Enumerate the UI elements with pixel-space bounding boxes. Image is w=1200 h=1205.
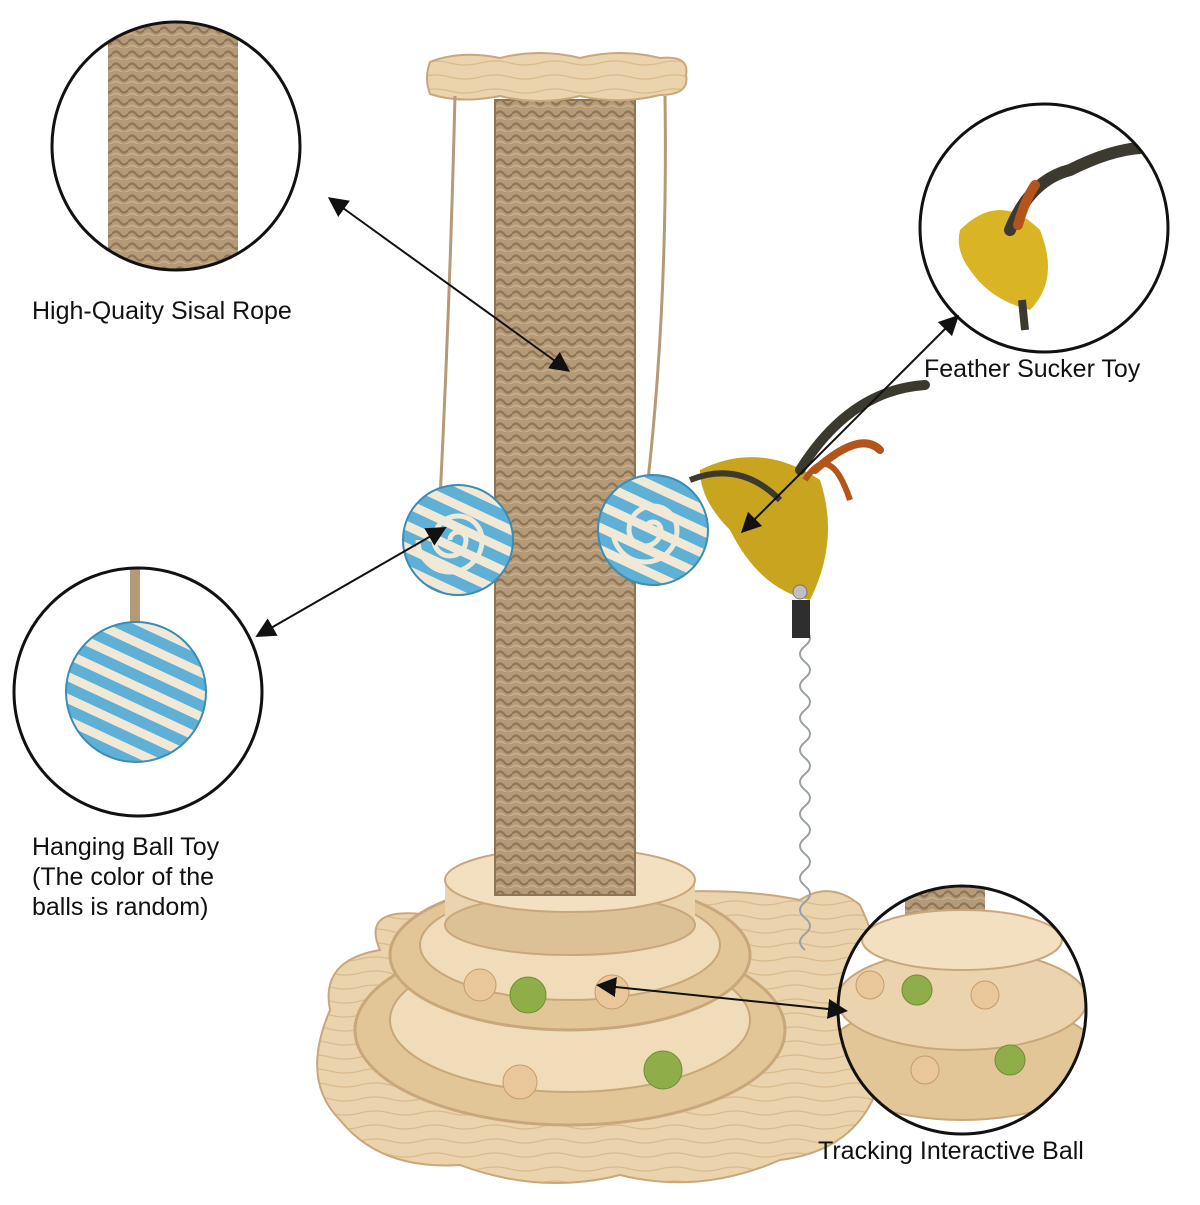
spring (799, 629, 811, 951)
catnip-ball (643, 1050, 683, 1090)
hanging-ball-label-line: (The color of the (32, 863, 215, 891)
sisal-rope-label: High-Quaity Sisal Rope (32, 297, 292, 325)
arrow-sisal (327, 197, 571, 372)
hanging-ball-detail (12, 566, 264, 818)
tracking-ball-label: Tracking Interactive Ball (818, 1137, 1084, 1165)
feather-toy-label: Feather Sucker Toy (924, 355, 1141, 383)
feather-detail (918, 102, 1170, 354)
top-platform (426, 52, 688, 102)
catnip-ball (509, 976, 547, 1014)
wooden-ball (502, 1064, 538, 1100)
wooden-ball (594, 974, 630, 1010)
hanging-ball-label-line: Hanging Ball Toy (32, 833, 220, 861)
hanging-ball-label: Hanging Ball Toy (The color of the balls… (32, 832, 219, 922)
cat-scratching-tower (316, 52, 930, 1184)
arrow-ball (255, 527, 447, 637)
tracking-ball-detail (836, 884, 1088, 1136)
wooden-ball (463, 968, 497, 1002)
sisal-rope-detail (50, 20, 302, 272)
arrow-feather (740, 314, 960, 534)
hanging-ball-label-line: balls is random) (32, 893, 209, 921)
arrow-track (596, 977, 848, 1019)
